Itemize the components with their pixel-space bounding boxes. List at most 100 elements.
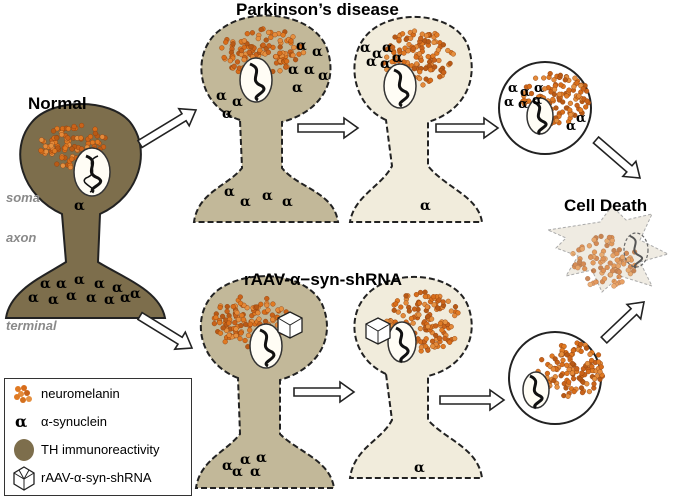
alpha-synuclein-mark: α (366, 54, 377, 70)
alpha-synuclein-mark: α (292, 80, 303, 96)
neuromelanin-granule (244, 31, 250, 37)
neuromelanin-granule (266, 43, 272, 49)
neuromelanin-granule (230, 41, 236, 47)
neuromelanin-granule (263, 318, 269, 325)
alpha-synuclein-mark: α (534, 81, 544, 96)
neuromelanin-granule (425, 347, 431, 353)
alpha-synuclein-mark: α (222, 458, 233, 474)
neuromelanin-granule (65, 126, 72, 132)
dna-icon (629, 235, 643, 269)
neuromelanin-granule (403, 36, 409, 43)
neuromelanin-granule (425, 314, 431, 320)
neuromelanin-granule (558, 82, 564, 88)
neuromelanin-granule (588, 357, 595, 364)
neuromelanin-granule (615, 263, 621, 269)
neuromelanin-granule (43, 149, 49, 155)
neuromelanin-granule (234, 59, 241, 65)
neuromelanin-granule (433, 332, 439, 339)
alpha-synuclein-mark: α (120, 290, 131, 306)
alpha-synuclein-mark: α (240, 452, 251, 468)
neuromelanin-granule (71, 123, 77, 130)
neuromelanin-granule (237, 336, 243, 342)
alpha-synuclein-mark: α (216, 88, 227, 104)
neuromelanin-granule (280, 32, 286, 38)
neuromelanin-granule (598, 233, 604, 240)
neuromelanin-granule (411, 306, 418, 312)
neuromelanin-granule (293, 57, 299, 63)
neuromelanin-granule (572, 75, 578, 81)
neuromelanin-granule (258, 27, 264, 33)
neuromelanin-granule (425, 53, 431, 60)
neuromelanin-granule (50, 128, 57, 134)
dna-icon (249, 62, 266, 102)
neuromelanin-granule (547, 70, 553, 77)
neuromelanin-granule (591, 376, 598, 382)
neuromelanin-granule (575, 265, 581, 271)
arrow-icon (293, 380, 356, 404)
legend-item-neuromelanin: neuromelanin (5, 381, 191, 407)
neuromelanin-granule (219, 45, 225, 51)
neuromelanin-granule (59, 132, 65, 138)
neuromelanin-granule (414, 61, 420, 67)
dead-cell-burst (546, 205, 670, 293)
neuromelanin-granule (284, 58, 290, 64)
neuromelanin-icon (14, 385, 32, 403)
neuromelanin-granule (579, 390, 586, 396)
alpha-synuclein-mark: α (224, 184, 235, 200)
alpha-synuclein-mark: α (312, 44, 323, 60)
neuromelanin-granule (217, 330, 224, 336)
neuromelanin-granule (561, 393, 567, 399)
axon-label: axon (6, 230, 37, 245)
neuromelanin-granule (51, 148, 58, 154)
alpha-synuclein-mark: α (232, 94, 243, 110)
neuromelanin-granule (590, 268, 597, 274)
neuromelanin-granule (551, 86, 558, 93)
neuromelanin-granule (290, 34, 296, 40)
neuromelanin-granule (586, 243, 593, 249)
alpha-synuclein-mark: α (576, 111, 586, 126)
neuromelanin-granule (551, 377, 557, 384)
neuromelanin-granule (564, 370, 570, 377)
neuromelanin-granule (290, 52, 296, 58)
neuromelanin-granule (406, 308, 412, 314)
neuromelanin-granule (583, 104, 589, 110)
neuromelanin-granule (448, 308, 455, 314)
neuromelanin-granule (396, 37, 402, 43)
neuromelanin-granule (425, 39, 432, 45)
alpha-synuclein-mark: α (74, 272, 85, 288)
neuromelanin-granule (590, 260, 596, 266)
neuromelanin-granule (582, 266, 588, 272)
arrow-icon (136, 311, 194, 351)
neuromelanin-granule (552, 356, 558, 362)
nucleus (526, 97, 554, 136)
alpha-synuclein-mark: α (56, 276, 67, 292)
alpha-synuclein-mark: α (532, 93, 542, 108)
neuromelanin-granule (595, 359, 602, 365)
neuromelanin-granule (567, 355, 573, 361)
alpha-synuclein-mark: α (566, 119, 576, 134)
th-immunoreactivity-icon (14, 439, 34, 461)
neuromelanin-granule (94, 139, 101, 145)
neuromelanin-granule (232, 320, 238, 326)
legend-item-alpha-synuclein: α α-synuclein (5, 409, 191, 435)
neuromelanin-granule (553, 105, 559, 111)
neuromelanin-granule (550, 366, 556, 372)
neuromelanin-granule (220, 313, 226, 320)
neuromelanin-granule (614, 257, 620, 263)
neuromelanin-granule (288, 38, 294, 44)
neuromelanin-granule (422, 289, 428, 295)
neuromelanin-granule (445, 47, 451, 54)
neuromelanin-granule (398, 304, 404, 310)
neuromelanin-granule (403, 300, 409, 306)
alpha-synuclein-mark: α (86, 290, 97, 306)
neuromelanin-granule (213, 314, 219, 321)
neuromelanin-granule (595, 352, 602, 358)
neuromelanin-granule (226, 320, 232, 326)
neuromelanin-granule (598, 364, 604, 370)
neuromelanin-granule (416, 51, 423, 57)
shrna-soma-3 (508, 331, 606, 425)
neuromelanin-granule (604, 264, 610, 271)
